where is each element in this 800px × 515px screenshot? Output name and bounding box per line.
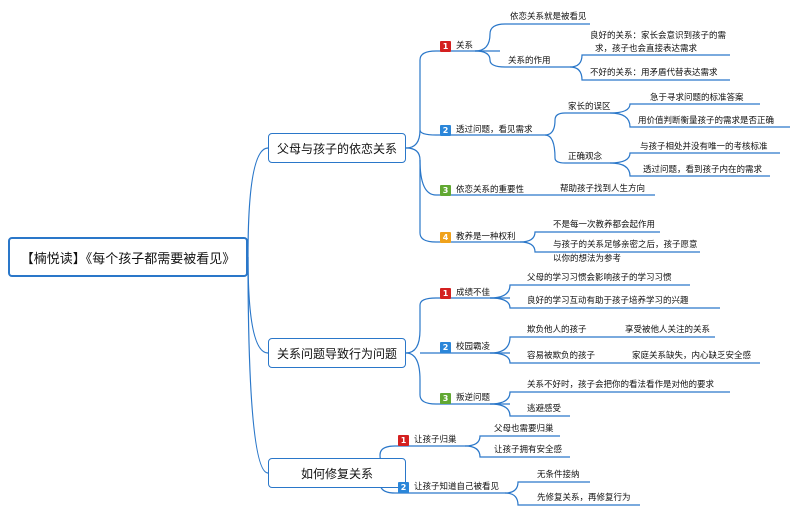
- section-label: 关系: [456, 41, 474, 51]
- section-bullying[interactable]: 2 校园霸凌: [440, 341, 490, 353]
- item-label[interactable]: 与孩子的关系足够亲密之后，孩子愿意: [553, 240, 698, 250]
- item-label[interactable]: 不是每一次教养都会起作用: [553, 220, 656, 230]
- root-title: 【楠悦读】《每个孩子都需要被看见》: [20, 251, 236, 267]
- item-label[interactable]: 正确观念: [568, 152, 603, 162]
- item-label[interactable]: 父母也需要归巢: [494, 424, 554, 434]
- item-label[interactable]: 关系不好时，孩子会把你的看法看作是对他的要求: [527, 380, 715, 390]
- section-homing[interactable]: 1 让孩子归巢: [398, 434, 457, 446]
- item-label[interactable]: 逃避感受: [527, 404, 562, 414]
- leaf-label[interactable]: 求，孩子也会直接表达需求: [595, 44, 698, 54]
- section-label: 让孩子知道自己被看见: [414, 482, 500, 492]
- leaf-label[interactable]: 用价值判断衡量孩子的需求是否正确: [638, 116, 775, 126]
- item-label[interactable]: 父母的学习习惯会影响孩子的学习习惯: [527, 273, 672, 283]
- item-label[interactable]: 依恋关系就是被看见: [510, 12, 587, 22]
- section-label: 透过问题，看见需求: [456, 125, 533, 135]
- branch-attachment[interactable]: 父母与孩子的依恋关系: [268, 133, 406, 163]
- leaf-label[interactable]: 家庭关系缺失，内心缺乏安全感: [632, 351, 752, 361]
- number-badge: 2: [398, 481, 409, 493]
- item-label[interactable]: 良好的学习互动有助于孩子培养学习的兴趣: [527, 296, 689, 306]
- section-label: 让孩子归巢: [414, 435, 457, 445]
- section-label: 依恋关系的重要性: [456, 185, 525, 195]
- section-label: 叛逆问题: [456, 393, 491, 403]
- section-label: 校园霸凌: [456, 342, 491, 352]
- number-badge: 3: [440, 392, 451, 404]
- branch-repair[interactable]: 如何修复关系: [268, 458, 406, 488]
- item-label[interactable]: 无条件接纳: [537, 470, 580, 480]
- number-badge: 1: [440, 287, 451, 299]
- section-relationship[interactable]: 1 关系: [440, 40, 473, 52]
- item-label[interactable]: 帮助孩子找到人生方向: [560, 184, 646, 194]
- item-label[interactable]: 家长的误区: [568, 102, 611, 112]
- section-parenting-right[interactable]: 4 教养是一种权利: [440, 231, 516, 243]
- number-badge: 1: [440, 40, 451, 52]
- item-label[interactable]: 以你的想法为参考: [553, 254, 622, 264]
- leaf-label[interactable]: 不好的关系：用矛盾代替表达需求: [590, 68, 718, 78]
- number-badge: 3: [440, 184, 451, 196]
- leaf-label[interactable]: 享受被他人关注的关系: [625, 325, 711, 335]
- item-label[interactable]: 先修复关系，再修复行为: [537, 493, 631, 503]
- leaf-label[interactable]: 透过问题，看到孩子内在的需求: [643, 165, 763, 175]
- leaf-label[interactable]: 良好的关系：家长会意识到孩子的需: [590, 31, 727, 41]
- section-label: 成绩不佳: [456, 288, 491, 298]
- item-label[interactable]: 容易被欺负的孩子: [527, 351, 596, 361]
- number-badge: 2: [440, 124, 451, 136]
- leaf-label[interactable]: 与孩子相处并没有唯一的考核标准: [640, 142, 768, 152]
- leaf-label[interactable]: 急于寻求问题的标准答案: [650, 93, 744, 103]
- item-label[interactable]: 欺负他人的孩子: [527, 325, 587, 335]
- section-grades[interactable]: 1 成绩不佳: [440, 287, 490, 299]
- branch-title: 父母与孩子的依恋关系: [276, 141, 397, 156]
- section-importance[interactable]: 3 依恋关系的重要性: [440, 184, 524, 196]
- root-topic[interactable]: 【楠悦读】《每个孩子都需要被看见》: [8, 237, 248, 277]
- branch-title: 关系问题导致行为问题: [276, 346, 397, 361]
- section-label: 教养是一种权利: [456, 232, 516, 242]
- number-badge: 1: [398, 434, 409, 446]
- section-being-seen[interactable]: 2 让孩子知道自己被看见: [398, 481, 499, 493]
- branch-behavior[interactable]: 关系问题导致行为问题: [268, 338, 406, 368]
- section-see-needs[interactable]: 2 透过问题，看见需求: [440, 124, 533, 136]
- item-label[interactable]: 关系的作用: [508, 56, 551, 66]
- number-badge: 2: [440, 341, 451, 353]
- item-label[interactable]: 让孩子拥有安全感: [494, 445, 563, 455]
- branch-title: 如何修复关系: [300, 466, 373, 481]
- number-badge: 4: [440, 231, 451, 243]
- section-rebellion[interactable]: 3 叛逆问题: [440, 392, 490, 404]
